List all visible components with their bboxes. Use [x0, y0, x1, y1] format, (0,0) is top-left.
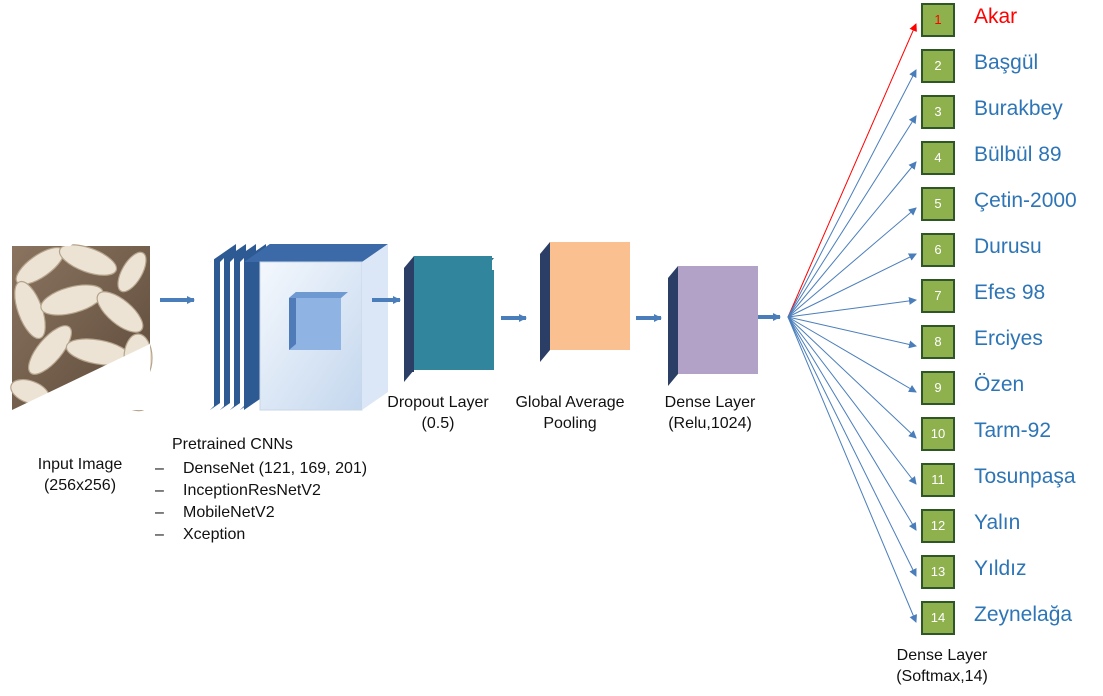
dense-layer-block	[668, 266, 758, 386]
output-arrow-5	[787, 207, 917, 318]
class-number-box: 11	[921, 463, 955, 497]
class-label: Tosunpaşa	[974, 465, 1076, 488]
class-label: Çetin-2000	[974, 189, 1077, 212]
dropout-layer-block	[404, 256, 494, 382]
class-number-box: 6	[921, 233, 955, 267]
class-label: Erciyes	[974, 327, 1043, 350]
output-arrows	[787, 23, 917, 623]
class-label: Bülbül 89	[974, 143, 1062, 166]
softmax-layer-label: Dense Layer (Softmax,14)	[872, 645, 1012, 687]
softmax-label-line1: Dense Layer	[896, 647, 988, 664]
class-number-box: 2	[921, 49, 955, 83]
class-number-box: 3	[921, 95, 955, 129]
list-dash: –	[155, 504, 164, 521]
model-name: DenseNet (121, 169, 201)	[183, 460, 368, 477]
output-arrow-14	[787, 316, 917, 623]
list-item: – MobileNetV2	[155, 502, 367, 524]
class-number-box: 12	[921, 509, 955, 543]
class-number-box: 5	[921, 187, 955, 221]
model-name: MobileNetV2	[183, 504, 275, 521]
class-label: Yıldız	[974, 557, 1027, 580]
output-arrow-1	[787, 23, 917, 318]
input-image-label: Input Image (256x256)	[20, 454, 140, 496]
dropout-layer-label: Dropout Layer (0.5)	[368, 392, 508, 434]
class-label: Başgül	[974, 51, 1039, 74]
class-label: Yalın	[974, 511, 1021, 534]
class-number-box: 14	[921, 601, 955, 635]
softmax-label-line2: (Softmax,14)	[896, 668, 988, 685]
list-item: – Xception	[155, 524, 367, 546]
gap-label-line2: Pooling	[543, 415, 597, 432]
pretrained-cnn-list: – DenseNet (121, 169, 201) – InceptionResN…	[155, 458, 367, 546]
output-arrow-7	[787, 296, 917, 318]
class-label: Tarm-92	[974, 419, 1052, 442]
list-item: – DenseNet (121, 169, 201)	[155, 458, 367, 480]
class-number-box: 9	[921, 371, 955, 405]
input-label-line2: (256x256)	[43, 477, 117, 494]
class-number-box: 4	[921, 141, 955, 175]
list-item: – InceptionResNetV2	[155, 480, 367, 502]
list-dash: –	[155, 526, 164, 543]
dense-label-line1: Dense Layer	[664, 394, 756, 411]
class-label: Burakbey	[974, 97, 1063, 120]
output-arrow-11	[787, 316, 917, 485]
dense-layer-label: Dense Layer (Relu,1024)	[640, 392, 780, 434]
output-arrow-10	[787, 316, 917, 439]
output-arrow-3	[787, 115, 917, 318]
class-number-box: 1	[921, 3, 955, 37]
gap-label-line1: Global Average	[515, 394, 625, 411]
class-label: Özen	[974, 373, 1025, 396]
list-dash: –	[155, 460, 164, 477]
class-label: Durusu	[974, 235, 1042, 258]
output-arrow-9	[787, 316, 917, 393]
dropout-label-line2: (0.5)	[421, 415, 455, 432]
output-arrow-13	[787, 316, 917, 577]
global-average-pooling-label: Global Average Pooling	[500, 392, 640, 434]
output-arrow-2	[787, 69, 917, 318]
output-arrow-12	[787, 316, 917, 531]
pretrained-cnns-title: Pretrained CNNs	[172, 436, 293, 453]
class-number-box: 10	[921, 417, 955, 451]
class-label: Akar	[974, 5, 1018, 28]
dense-label-line2: (Relu,1024)	[668, 415, 752, 432]
dropout-label-line1: Dropout Layer	[387, 394, 489, 411]
output-arrow-4	[787, 161, 917, 318]
pretrained-cnn-block	[210, 244, 388, 411]
model-name: Xception	[183, 526, 246, 543]
list-dash: –	[155, 482, 164, 499]
class-number-box: 13	[921, 555, 955, 589]
input-image	[10, 180, 153, 412]
class-number-box: 8	[921, 325, 955, 359]
class-number-box: 7	[921, 279, 955, 313]
output-arrow-6	[787, 253, 917, 318]
global-average-pooling-block	[540, 242, 630, 362]
input-label-line1: Input Image	[37, 456, 123, 473]
class-label: Efes 98	[974, 281, 1046, 304]
output-arrow-8	[787, 316, 917, 349]
model-name: InceptionResNetV2	[183, 482, 321, 499]
class-label: Zeynelağa	[974, 603, 1073, 626]
